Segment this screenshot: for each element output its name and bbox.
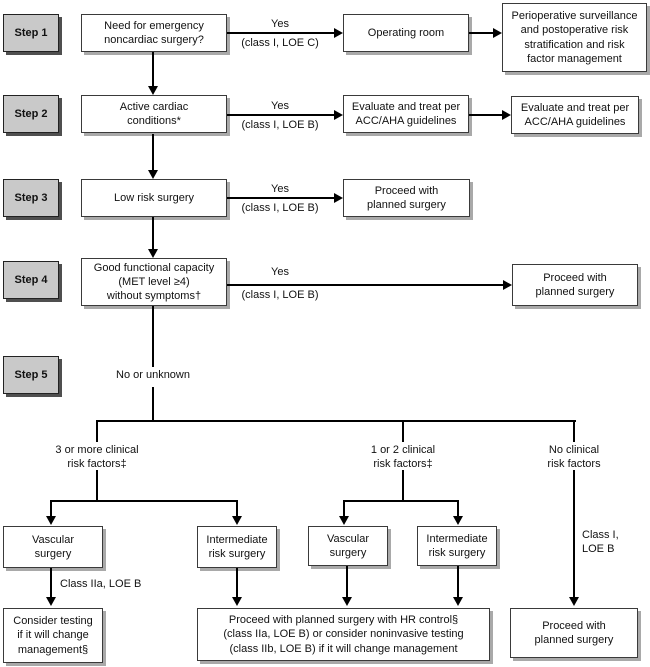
three-plus-vascular-arrow-line bbox=[50, 500, 52, 517]
step3-yes-arrow-line bbox=[227, 197, 334, 199]
step1-outcome-arrow-line bbox=[469, 32, 493, 34]
step4-yes-class-label: (class I, LOE B) bbox=[241, 289, 319, 301]
proceed-hr-control-box: Proceed with planned surgery with HR con… bbox=[197, 608, 490, 661]
step2-yes-arrow-line bbox=[227, 114, 334, 116]
step1-question-box: Need for emergency noncardiac surgery? bbox=[81, 14, 227, 52]
three-plus-split-horizontal bbox=[50, 500, 238, 502]
three-plus-intermediate-arrowhead bbox=[232, 516, 242, 525]
branch-stub-left bbox=[96, 420, 98, 442]
connector-step3-step4 bbox=[152, 217, 154, 251]
step3-badge: Step 3 bbox=[3, 179, 59, 217]
class-i-loe-b-label: Class I, LOE B bbox=[582, 529, 619, 555]
arrowhead-step1-step2 bbox=[148, 86, 158, 95]
step2-yes-arrowhead bbox=[334, 110, 343, 120]
no-risk-label: No clinical risk factors bbox=[547, 444, 601, 470]
one-two-split-vertical bbox=[402, 470, 404, 501]
branch-stub-right bbox=[573, 420, 575, 442]
three-plus-risk-label: 3 or more clinical risk factors‡ bbox=[55, 444, 139, 470]
one-two-risk-label: 1 or 2 clinical risk factors‡ bbox=[370, 444, 436, 470]
intermediate-middle-exit-arrowhead bbox=[453, 597, 463, 606]
step1-yes-arrowhead bbox=[334, 28, 343, 38]
step4-yes-arrow-line bbox=[227, 284, 503, 286]
step1-badge: Step 1 bbox=[3, 14, 59, 52]
step4-badge: Step 4 bbox=[3, 261, 59, 299]
step2-yes-class-label: (class I, LOE B) bbox=[241, 119, 319, 131]
step2-yes-label: Yes bbox=[271, 100, 289, 112]
no-risk-arrowhead bbox=[569, 597, 579, 606]
step4-yes-label: Yes bbox=[271, 266, 289, 278]
step3-question-box: Low risk surgery bbox=[81, 179, 227, 217]
operating-room-box: Operating room bbox=[343, 14, 469, 52]
evaluate-treat-box: Evaluate and treat per ACC/AHA guideline… bbox=[343, 95, 469, 133]
branch-horizontal-line bbox=[96, 420, 576, 422]
step1-outcome-arrowhead bbox=[493, 28, 502, 38]
vascular-surgery-box-left: Vascular surgery bbox=[3, 526, 103, 568]
class-iia-loe-b-label: Class IIa, LOE B bbox=[60, 578, 142, 590]
one-two-vascular-arrowhead bbox=[339, 516, 349, 525]
branch-stub-middle bbox=[402, 420, 404, 442]
no-risk-arrow-line bbox=[573, 470, 575, 598]
one-two-intermediate-arrowhead bbox=[453, 516, 463, 525]
proceed-surgery-box-step4: Proceed with planned surgery bbox=[512, 264, 638, 306]
one-two-intermediate-arrow-line bbox=[457, 500, 459, 517]
connector-step1-step2 bbox=[152, 52, 154, 88]
vascular-middle-exit-arrowhead bbox=[342, 597, 352, 606]
step3-yes-arrowhead bbox=[334, 193, 343, 203]
vascular-left-exit-line bbox=[50, 568, 52, 598]
step2-badge: Step 2 bbox=[3, 95, 59, 133]
step1-yes-arrow-line bbox=[227, 32, 334, 34]
step3-yes-class-label: (class I, LOE B) bbox=[241, 202, 319, 214]
evaluate-treat-outcome-box: Evaluate and treat per ACC/AHA guideline… bbox=[511, 96, 639, 134]
connector-step4-step5-upper bbox=[152, 306, 154, 367]
intermediate-left-exit-line bbox=[236, 568, 238, 598]
no-or-unknown-label: No or unknown bbox=[116, 369, 190, 381]
proceed-surgery-box-step3: Proceed with planned surgery bbox=[343, 179, 470, 217]
vascular-middle-exit-line bbox=[346, 566, 348, 598]
step2-outcome-arrowhead bbox=[502, 110, 511, 120]
step1-yes-class-label: (class I, LOE C) bbox=[241, 37, 319, 49]
perioperative-surveillance-box: Perioperative surveillance and postopera… bbox=[502, 3, 647, 72]
vascular-surgery-box-middle: Vascular surgery bbox=[308, 526, 388, 566]
intermediate-middle-exit-line bbox=[457, 566, 459, 598]
consider-testing-box: Consider testing if it will change manag… bbox=[3, 608, 103, 663]
step2-outcome-arrow-line bbox=[469, 114, 502, 116]
step5-badge: Step 5 bbox=[3, 356, 59, 394]
one-two-split-horizontal bbox=[343, 500, 459, 502]
intermediate-left-exit-arrowhead bbox=[232, 597, 242, 606]
arrowhead-step3-step4 bbox=[148, 249, 158, 258]
step3-yes-label: Yes bbox=[271, 183, 289, 195]
connector-step2-step3 bbox=[152, 134, 154, 170]
step1-yes-label: Yes bbox=[271, 18, 289, 30]
three-plus-intermediate-arrow-line bbox=[236, 500, 238, 517]
step2-question-box: Active cardiac conditions* bbox=[81, 95, 227, 133]
one-two-vascular-arrow-line bbox=[343, 500, 345, 517]
step4-question-box: Good functional capacity (MET level ≥4) … bbox=[81, 258, 227, 306]
intermediate-surgery-box-middle: Intermediate risk surgery bbox=[417, 526, 497, 566]
three-plus-split-vertical bbox=[96, 470, 98, 501]
vascular-left-exit-arrowhead bbox=[46, 597, 56, 606]
arrowhead-step2-step3 bbox=[148, 170, 158, 179]
intermediate-surgery-box-left: Intermediate risk surgery bbox=[197, 526, 277, 568]
step4-yes-arrowhead bbox=[503, 280, 512, 290]
three-plus-vascular-arrowhead bbox=[46, 516, 56, 525]
connector-step4-step5-lower bbox=[152, 387, 154, 422]
proceed-surgery-box-bottom-right: Proceed with planned surgery bbox=[510, 608, 638, 658]
